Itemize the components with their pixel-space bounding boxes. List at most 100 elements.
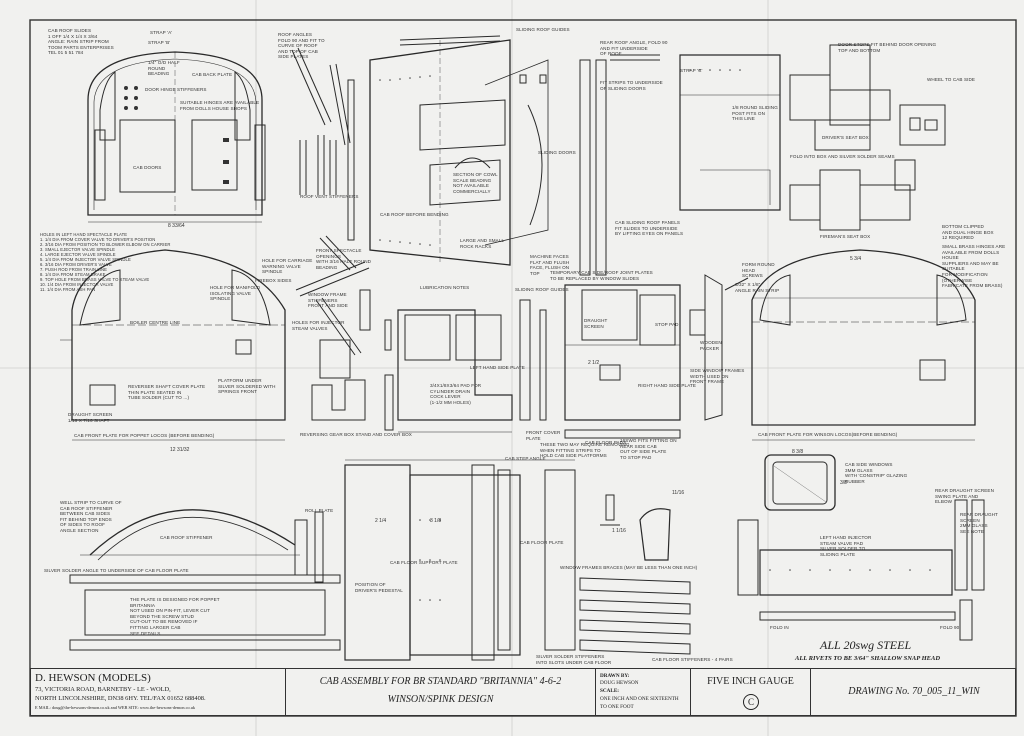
label-left-hand-side-plate: left hand side plate	[470, 365, 525, 370]
dim-8-3-8: 8 3/8	[792, 449, 804, 455]
label-rear-roof-angle: rear roof angle, fold 90 and fit undersi…	[600, 40, 668, 57]
drawing-subtitle: WINSON/SPINK DESIGN	[387, 694, 494, 705]
dim-3-1-8: 3 1/8	[430, 518, 442, 524]
wooden-packer	[689, 274, 749, 421]
cab-front-plate-winson	[751, 249, 976, 441]
label-door-hinge-stiffeners: door hinge stiffeners	[145, 87, 207, 92]
label-suitable-hinges: suitable hinges are available from dolls…	[180, 100, 260, 111]
label-machine-faces: machine faces flat and flush face, flush…	[530, 254, 570, 276]
drivers-seat-box	[789, 44, 946, 151]
dim-1-1-16: 1 1/16	[612, 528, 626, 534]
label-window-frame-stiffeners: window frame stiffeners front and side	[308, 292, 348, 309]
label-silver-solder-angle: silver solder angle to underside of cab …	[44, 568, 189, 573]
firemans-seat-box	[789, 159, 916, 231]
label-window-frames: window frames braces (may be less than o…	[560, 565, 698, 570]
label-cab-floor-stiffeners: cab floor stiffeners - 4 pairs	[652, 657, 733, 662]
label-firing-hole-casting: 3/4x1/8x3/64 pad for cylinder drain cock…	[430, 383, 482, 405]
label-cab-doors: cab doors	[133, 165, 162, 170]
label-cab-roof-slides: Cab roof slides 1 off 1/4 x 1/4 x 3/64 a…	[48, 28, 114, 56]
dim-5-3-4: 5 3/4	[850, 256, 862, 262]
label-fold-into-box: fold into box and silver solder seams	[790, 154, 895, 159]
cab-floor-angle	[69, 574, 341, 651]
label-angle-rain-strip: 3/32" x 1/8" angle rain strip	[735, 282, 780, 293]
label-strap-b: strap 'b'	[148, 40, 171, 45]
dim-2-1-4: 2 1/4	[375, 518, 387, 524]
label-draught-screen-2: draught screen	[584, 318, 608, 329]
label-holes-for-injector: holes for injector steam valves	[292, 320, 345, 331]
label-lubrication-notes: lubrication notes	[420, 285, 470, 290]
label-left-hand-injector: left hand injector steam valve pad silve…	[820, 535, 872, 557]
label-front-cover-plate: front cover plate	[526, 430, 561, 441]
company-address-2: NORTH LINCOLNSHIRE, DN38 6HY. TEL/FAX 01…	[35, 695, 206, 702]
company-name: D. HEWSON (MODELS)	[35, 672, 151, 684]
drawing-title: CAB ASSEMBLY FOR BR STANDARD "BRITANNIA"…	[319, 676, 562, 687]
label-hook-fits: 16swg fits fitting on rear side cab out …	[620, 438, 677, 460]
label-section-of-cowl: section of cowl scale beading not availa…	[453, 172, 498, 194]
window-frame-braces	[600, 494, 671, 561]
drawing-border	[29, 19, 1017, 717]
label-cab-back-plate: cab back plate	[192, 72, 233, 77]
label-side-window-frames: side window frames width used on front f…	[690, 368, 745, 385]
cab-back-plate	[87, 51, 266, 223]
side-strip-vertical	[384, 299, 547, 431]
cab-floor-plate	[344, 459, 576, 661]
label-cab-floor-pads: cab floor pads	[585, 440, 627, 445]
gauge: FIVE INCH GAUGE	[707, 676, 794, 687]
label-sliding-roof-guides-2: sliding roof guides	[515, 287, 569, 292]
label-fold-in: fold in	[770, 625, 789, 630]
label-front-spectacle: front spectacle openings with 3/16 half …	[316, 248, 372, 270]
copyright-icon: C	[743, 694, 759, 710]
label-sliding-roof-panels: cab sliding roof panels fit slides to un…	[615, 220, 684, 237]
label-cab-side-windows: cab side windows 3mm glass with 'constri…	[845, 462, 908, 484]
label-cab-front-plate-winson: cab front plate for winson locos(before …	[758, 432, 898, 437]
note-all-steel: ALL 20swg STEEL	[820, 638, 912, 652]
dim-3-8: 3/8	[840, 480, 847, 486]
label-rear-draught-screen: rear draught screen swing plate and elbo…	[935, 488, 994, 505]
label-platform-under: platform under silver soldered with spri…	[218, 378, 276, 395]
label-rock-racks: large and small rock racks	[460, 238, 505, 249]
label-firebox-sides: firebox sides	[255, 278, 292, 283]
label-cab-floor-plate: cab floor plate	[520, 540, 564, 545]
label-position-of-drivers: position of driver's pedestal	[355, 582, 403, 593]
dim-2-1-2: 2 1/2	[588, 360, 600, 366]
label-hole-for-carriage: hole for carriage warning valve spindle	[262, 258, 313, 275]
title-block-gauge-cell: FIVE INCH GAUGE C	[691, 669, 811, 715]
label-stop-pad: stop pad	[655, 322, 679, 327]
rear-draught-screen	[954, 499, 985, 591]
cab-roof	[369, 39, 547, 266]
scale-line-1: ONE INCH AND ONE SIXTEENTH	[600, 696, 679, 702]
label-half-round-beading: 1/4" o/d half round beading	[148, 60, 180, 77]
label-strap-a: strap 'a'	[150, 30, 173, 35]
label-firemans-seat-box: fireman's seat box	[820, 234, 871, 239]
right-side-plate	[564, 284, 681, 439]
label-strap-c: strap 'c'	[680, 68, 703, 73]
cab-roof-stiffener	[80, 509, 324, 583]
label-sliding-door-pos: 1/8 round sliding post fits on this line	[732, 105, 778, 122]
drawing-number: DRAWING No. 70_005_11_WIN	[848, 686, 980, 697]
label-roof-angles: roof angles fold 90 and fit to curve of …	[278, 32, 325, 60]
company-address-3: E MAIL: doug@the-hewsons-demon.co.uk and…	[35, 705, 196, 710]
label-cab-step-angle: cab step angle	[505, 456, 546, 461]
sliding-roof-pieces	[579, 54, 781, 276]
title-block-drawing-cell: DRAWING No. 70_005_11_WIN	[811, 669, 1017, 715]
label-hole-for-manifold: hole for manifold isolating valve spindl…	[210, 285, 261, 302]
label-these-two: these two may require removing when fitt…	[540, 442, 630, 459]
scale-label: SCALE:	[600, 688, 620, 694]
drawn-by: DOUG HEWSON	[600, 680, 639, 686]
label-form-rain-strip: form round head screws	[742, 262, 775, 279]
dim-12-31-32: 12 31/32	[170, 447, 190, 453]
label-roof-vent-stiffeners: roof vent stiffeners	[300, 194, 359, 199]
dim-8-33-64: 8 33/64	[168, 223, 185, 229]
rivet-dots	[379, 69, 931, 601]
label-temp-solder-note: temporary cab side/roof joint plates to …	[550, 270, 653, 281]
label-well-strip: well strip to curve of cab roof stiffene…	[60, 500, 122, 533]
label-silver-solder-stiffeners: silver solder stiffeners into slots unde…	[536, 654, 612, 665]
label-sliding-doors: sliding doors	[538, 150, 576, 155]
left-side-plate	[397, 309, 513, 433]
cab-floor-right	[737, 519, 973, 641]
label-sliding-roof-guides: sliding roof guides	[516, 27, 570, 32]
label-rear-draught-screen-2: rear draught screen 2mm glass see note	[960, 512, 998, 534]
title-block-drawn-cell: DRAWN BY: DOUG HEWSON SCALE: ONE INCH AN…	[596, 669, 691, 715]
title-block-company-cell: D. HEWSON (MODELS) 73, VICTORIA ROAD, BA…	[31, 669, 286, 715]
